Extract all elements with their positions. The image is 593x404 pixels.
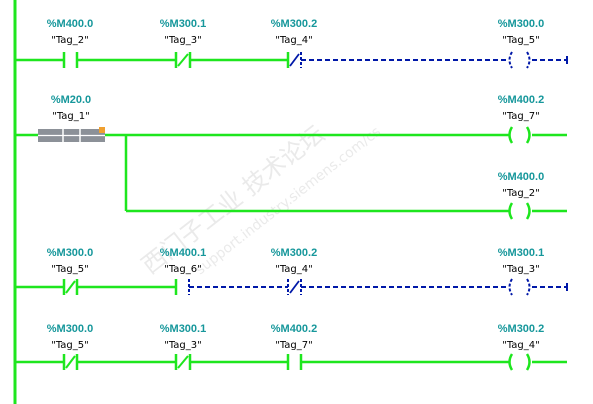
coil-tag: "Tag_5": [502, 35, 540, 46]
coil-m300-0[interactable]: %M300.0 "Tag_5": [498, 18, 544, 69]
coil-address: %M400.2: [498, 94, 544, 106]
contact-nc-slash: [177, 355, 189, 369]
contact-no-m400-2[interactable]: %M400.2 "Tag_7": [271, 323, 317, 370]
block-tag: "Tag_1": [52, 111, 90, 122]
coil-address: %M300.2: [498, 323, 544, 335]
contact-tag: "Tag_3": [164, 35, 202, 46]
rung-2: %M20.0 "Tag_1" %M400.2 "Tag_7" %M400.0 "…: [15, 94, 567, 220]
coil-left-arc: [508, 278, 513, 296]
coil-right-arc: [525, 202, 531, 220]
contact-tag: "Tag_4": [275, 264, 313, 275]
coil-address: %M400.0: [498, 171, 544, 183]
contact-address: %M300.1: [160, 18, 206, 30]
contact-nc-m300-0b[interactable]: %M300.0 "Tag_5": [47, 323, 93, 370]
contact-tag: "Tag_7": [275, 340, 313, 351]
coil-right-arc: [526, 51, 531, 69]
coil-m300-2[interactable]: %M300.2 "Tag_4": [498, 323, 544, 371]
function-block-m20-0[interactable]: %M20.0 "Tag_1": [38, 94, 105, 142]
contact-nc-slash: [177, 53, 189, 67]
coil-m400-0[interactable]: %M400.0 "Tag_2": [498, 171, 544, 220]
coil-address: %M300.0: [498, 18, 544, 30]
coil-right-arc: [525, 353, 531, 371]
contact-tag: "Tag_5": [51, 264, 89, 275]
contact-address: %M300.2: [271, 247, 317, 259]
contact-tag: "Tag_4": [275, 35, 313, 46]
coil-right-arc: [526, 278, 531, 296]
contact-tag: "Tag_3": [164, 340, 202, 351]
rung-3: %M300.0 "Tag_5" %M400.1 "Tag_6" %M300.2 …: [15, 247, 568, 296]
contact-nc-slash: [289, 280, 300, 294]
contact-tag: "Tag_5": [51, 340, 89, 351]
contact-address: %M400.2: [271, 323, 317, 335]
contact-address: %M400.0: [47, 18, 93, 30]
contact-tag: "Tag_2": [51, 35, 89, 46]
rung-4: %M300.0 "Tag_5" %M300.1 "Tag_3" %M400.2 …: [15, 323, 567, 371]
contact-nc-slash: [65, 280, 76, 294]
coil-address: %M300.1: [498, 247, 544, 259]
block-address: %M20.0: [51, 94, 91, 106]
coil-tag: "Tag_7": [502, 111, 540, 122]
coil-tag: "Tag_3": [502, 264, 540, 275]
coil-m300-1[interactable]: %M300.1 "Tag_3": [498, 247, 544, 296]
coil-tag: "Tag_4": [502, 340, 540, 351]
block-corner-marker: [99, 127, 105, 133]
contact-address: %M400.1: [160, 247, 206, 259]
coil-left-arc: [508, 126, 514, 144]
coil-left-arc: [508, 51, 513, 69]
coil-left-arc: [508, 353, 514, 371]
rung-1: %M400.0 "Tag_2" %M300.1 "Tag_3" %M300.2 …: [15, 18, 568, 69]
coil-m400-2[interactable]: %M400.2 "Tag_7": [498, 94, 544, 144]
contact-address: %M300.0: [47, 247, 93, 259]
coil-left-arc: [508, 202, 514, 220]
contact-nc-m300-2[interactable]: %M300.2 "Tag_4": [271, 18, 317, 68]
contact-nc-slash: [65, 355, 76, 369]
contact-address: %M300.0: [47, 323, 93, 335]
contact-tag: "Tag_6": [164, 264, 202, 275]
coil-tag: "Tag_2": [502, 188, 540, 199]
contact-nc-slash: [289, 53, 300, 67]
coil-right-arc: [525, 126, 531, 144]
contact-no-m400-0[interactable]: %M400.0 "Tag_2": [47, 18, 93, 68]
contact-address: %M300.2: [271, 18, 317, 30]
contact-nc-m300-0[interactable]: %M300.0 "Tag_5": [47, 247, 93, 295]
contact-address: %M300.1: [160, 323, 206, 335]
